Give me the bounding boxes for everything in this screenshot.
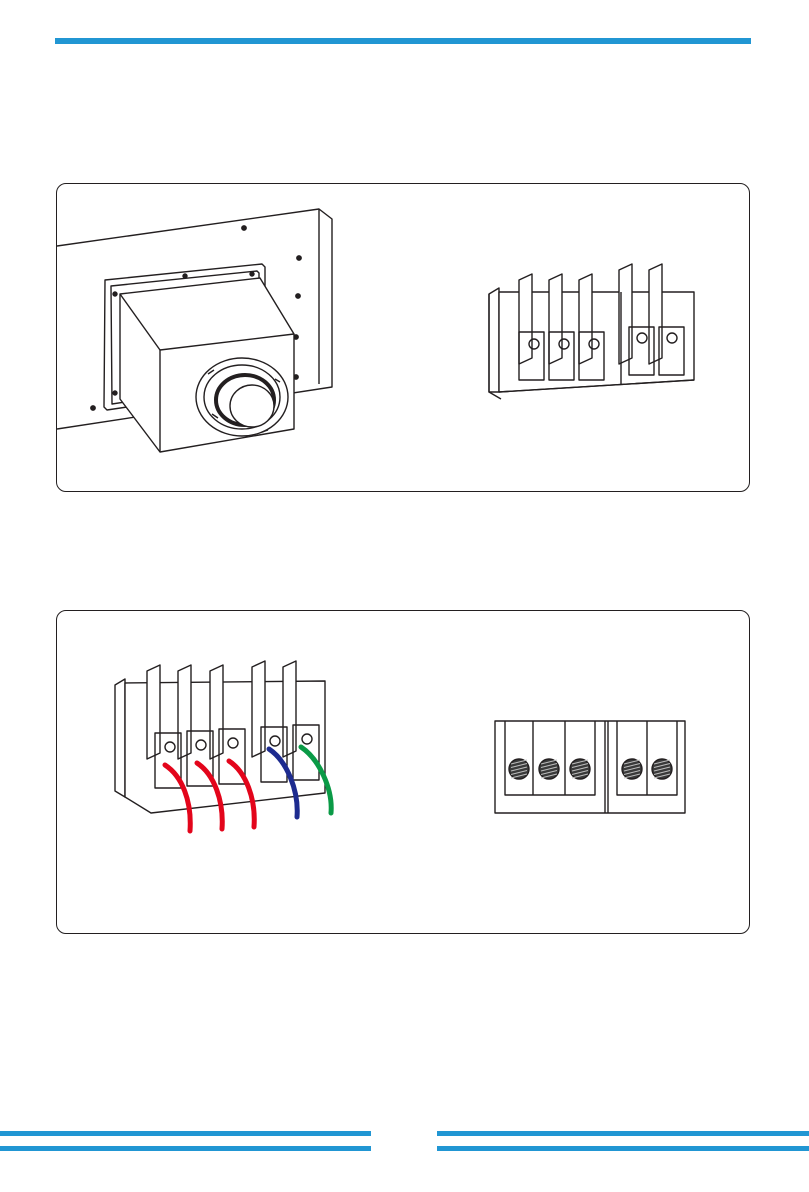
figure-panel-housing: [56, 183, 750, 492]
screw-icon: [509, 759, 529, 779]
screw-icon: [539, 759, 559, 779]
footer-accent-bar-right-lower: [437, 1146, 809, 1151]
panel-2-canvas: [57, 611, 751, 935]
screw-icon: [622, 759, 642, 779]
screw-icon: [570, 759, 590, 779]
header-accent-bar: [55, 38, 751, 44]
screw-icon: [652, 759, 672, 779]
panel-1-canvas: [57, 184, 751, 493]
footer-accent-bar-left-lower: [0, 1146, 371, 1151]
figure-panel-wiring: [56, 610, 750, 934]
terminal-block-illustration: [489, 264, 694, 399]
footer-accent-bar-left: [0, 1131, 371, 1136]
ac-output-box-illustration: [57, 209, 332, 452]
terminal-block-front-view: [495, 721, 685, 813]
footer-accent-bar-right: [437, 1131, 809, 1136]
